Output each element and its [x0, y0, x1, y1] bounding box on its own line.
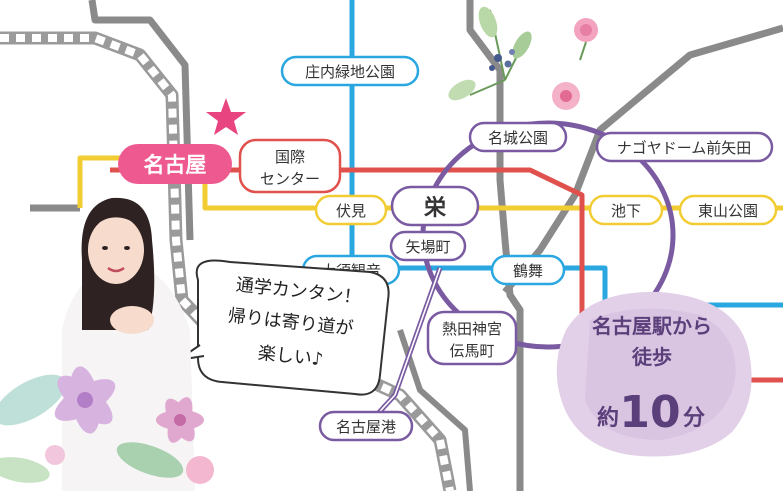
station-label: 池下 — [611, 202, 641, 220]
station-fushimi[interactable]: 伏見 — [314, 194, 388, 226]
star-icon — [206, 98, 246, 135]
flower-decoration-top — [448, 6, 598, 110]
station-atsuta-jingu[interactable]: 熱田神宮 伝馬町 — [426, 310, 518, 366]
station-label: 名城公園 — [488, 129, 548, 147]
station-label-1: 熱田神宮 — [442, 320, 502, 338]
flower-decoration-bottom — [0, 366, 214, 484]
station-label: 名古屋 — [144, 153, 207, 177]
station-label: ナゴヤドーム前矢田 — [617, 139, 752, 157]
road-center — [466, 0, 524, 491]
road-west — [88, 0, 194, 241]
station-meijo-koen[interactable]: 名城公園 — [468, 121, 568, 153]
station-label-1: 国際 — [275, 148, 305, 166]
station-label: 名古屋港 — [336, 418, 396, 436]
station-shonai[interactable]: 庄内緑地公園 — [280, 55, 420, 87]
walk-badge-unit: 分 — [683, 406, 705, 431]
station-label-2: センター — [260, 170, 320, 188]
station-nagoyako[interactable]: 名古屋港 — [318, 410, 414, 442]
speech-bubble: 通学カンタン！ 帰りは寄り道が 楽しい♪ — [177, 259, 390, 396]
walk-badge-number: 10 — [619, 387, 680, 438]
station-label: 庄内緑地公園 — [305, 63, 395, 81]
station-label-2: 伝馬町 — [449, 342, 494, 360]
walk-badge-line1: 名古屋駅から — [592, 314, 712, 338]
station-label: 矢場町 — [405, 238, 450, 256]
walk-time-badge: 名古屋駅から 徒歩 約 10 分 — [556, 291, 752, 457]
student-photo — [62, 197, 195, 491]
station-tsurumai[interactable]: 鶴舞 — [490, 254, 566, 286]
station-label: 伏見 — [336, 202, 366, 220]
station-label: 東山公園 — [698, 202, 758, 220]
station-ikeshita[interactable]: 池下 — [588, 194, 664, 226]
station-yabacho[interactable]: 矢場町 — [389, 230, 467, 262]
station-label: 栄 — [423, 196, 447, 221]
station-label: 鶴舞 — [513, 262, 543, 280]
station-nagoya-dome[interactable]: ナゴヤドーム前矢田 — [595, 131, 774, 163]
station-sakae[interactable]: 栄 — [390, 185, 480, 227]
walk-badge-prefix: 約 — [597, 405, 619, 431]
station-higashiyama-koen[interactable]: 東山公園 — [678, 194, 778, 226]
station-kokusai-center[interactable]: 国際 センター — [238, 138, 342, 194]
station-nagoya[interactable]: 名古屋 — [118, 144, 232, 184]
walk-badge-line2: 徒歩 — [631, 345, 672, 369]
